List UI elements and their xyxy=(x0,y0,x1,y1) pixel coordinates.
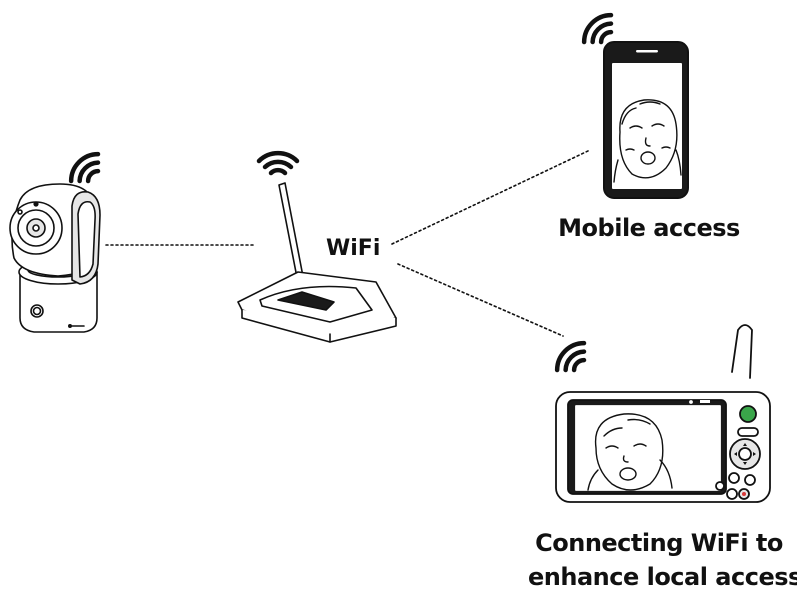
connection-lines xyxy=(105,149,591,337)
wifi-router-icon xyxy=(237,182,397,343)
parent-monitor-icon xyxy=(555,324,771,503)
router-signal-icon xyxy=(256,150,300,176)
local-access-caption-line1: Connecting WiFi to xyxy=(535,529,783,557)
local-access-caption-line2: enhance local access xyxy=(528,563,797,591)
baby-face-illustration xyxy=(587,413,673,491)
local-access-caption: Connecting WiFi to enhance local access xyxy=(528,526,797,594)
camera-signal-icon xyxy=(68,151,101,184)
baby-face-illustration xyxy=(613,99,682,183)
wifi-label: WiFi xyxy=(326,236,381,261)
router-phone-link xyxy=(391,149,591,245)
monitor-signal-icon xyxy=(554,340,587,373)
router-monitor-link xyxy=(397,263,564,337)
mobile-phone-icon xyxy=(603,41,689,199)
baby-camera-icon xyxy=(9,183,101,333)
mobile-access-caption: Mobile access xyxy=(558,214,740,242)
brand-logo xyxy=(739,405,757,423)
phone-signal-icon xyxy=(581,12,614,45)
